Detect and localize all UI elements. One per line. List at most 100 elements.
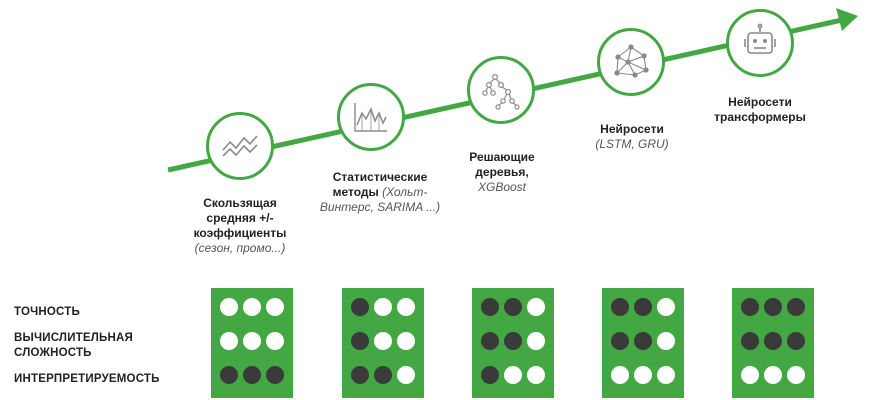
stage-inline-note: (Хольт- [378,185,428,199]
rating-dot-filled [481,298,499,316]
rating-card-3 [472,288,554,398]
rating-dot-empty [634,366,652,384]
stage-node-trees [467,56,535,124]
rating-card-4 [602,288,684,398]
stage-node-moving-average [206,112,274,180]
rating-dot-filled [787,332,805,350]
metric-label-accuracy: ТОЧНОСТЬ [14,305,80,320]
rating-dot-filled [504,332,522,350]
rating-dot-filled [374,366,392,384]
moving-average-icon [222,135,258,157]
rating-dot-filled [351,366,369,384]
neural-network-icon [614,44,649,78]
rating-row-accuracy [472,298,554,318]
rating-card-2 [342,288,424,398]
robot-icon [744,23,776,54]
rating-dot-empty [527,332,545,350]
rating-dot-empty [397,332,415,350]
rating-dot-filled [351,298,369,316]
stage-title-line: коэффициенты [193,226,287,240]
rating-dot-filled [787,298,805,316]
rating-dot-empty [243,332,261,350]
rating-dot-filled [481,332,499,350]
stage-caption-1: Скользящая средняя +/- коэффициенты (сез… [180,196,300,256]
rating-row-accuracy [211,298,293,318]
stage-title-line: Решающие [469,150,535,164]
stage-title-line: Нейросети [728,95,792,109]
metric-label-text: ТОЧНОСТЬ [14,306,80,318]
stage-caption-4: Нейросети (LSTM, GRU) [582,122,682,152]
rating-dot-filled [764,332,782,350]
rating-dot-empty [397,298,415,316]
rating-dot-empty [527,298,545,316]
rating-dot-filled [351,332,369,350]
metric-label-text: ВЫЧИСЛИТЕЛЬНАЯ [14,332,133,344]
stage-note: (сезон, промо...) [194,241,286,255]
decision-tree-icon [482,73,520,110]
stage-title-line: трансформеры [714,110,806,124]
stage-title-inline: методы [332,185,379,199]
rating-dot-empty [657,366,675,384]
rating-row-complexity [732,332,814,352]
stage-note: XGBoost [477,180,527,194]
rating-dot-filled [634,298,652,316]
rating-row-complexity [342,332,424,352]
rating-card-1 [211,288,293,398]
rating-dot-empty [266,298,284,316]
rating-dot-empty [266,332,284,350]
stage-caption-5: Нейросети трансформеры [705,95,815,125]
rating-row-accuracy [342,298,424,318]
rating-dot-filled [741,298,759,316]
rating-dot-empty [220,332,238,350]
rating-dot-filled [481,366,499,384]
metric-label-text: ИНТЕРПРЕТИРУЕМОСТЬ [14,373,160,385]
rating-dot-filled [741,332,759,350]
metric-label-complexity: ВЫЧИСЛИТЕЛЬНАЯ СЛОЖНОСТЬ [14,331,133,361]
rating-dot-empty [787,366,805,384]
rating-dot-filled [504,298,522,316]
rating-dot-empty [741,366,759,384]
stage-title-line: Нейросети [600,122,664,136]
metric-label-interpretability: ИНТЕРПРЕТИРУЕМОСТЬ [14,372,160,387]
rating-dot-filled [611,332,629,350]
rating-dot-empty [220,298,238,316]
stage-title-line: Скользящая [203,196,277,210]
rating-row-interpretability [342,366,424,386]
rating-row-interpretability [732,366,814,386]
stage-caption-3: Решающие деревья, XGBoost [452,150,552,195]
rating-dot-empty [657,332,675,350]
stage-node-transformers [726,9,794,77]
stage-caption-2: Статистические методы (Хольт- Винтерс, S… [316,170,444,215]
rating-dot-filled [266,366,284,384]
area-chart-icon [354,103,387,132]
stage-title-line: средняя +/- [206,211,274,225]
rating-dot-empty [764,366,782,384]
rating-row-accuracy [732,298,814,318]
rating-dot-filled [243,366,261,384]
rating-dot-empty [397,366,415,384]
metric-label-text: СЛОЖНОСТЬ [14,347,92,359]
rating-dot-filled [611,298,629,316]
rating-dot-filled [764,298,782,316]
rating-row-interpretability [472,366,554,386]
rating-card-5 [732,288,814,398]
rating-row-complexity [472,332,554,352]
rating-dot-empty [504,366,522,384]
stage-node-neural [597,28,665,96]
rating-row-accuracy [602,298,684,318]
stage-note: (LSTM, GRU) [595,137,669,151]
rating-row-interpretability [602,366,684,386]
stage-note: Винтерс, SARIMA ...) [319,200,441,214]
rating-dot-empty [527,366,545,384]
rating-row-interpretability [211,366,293,386]
rating-dot-filled [220,366,238,384]
rating-row-complexity [211,332,293,352]
rating-row-complexity [602,332,684,352]
rating-dot-empty [374,332,392,350]
stage-title-line: Статистические [332,170,428,184]
rating-dot-empty [657,298,675,316]
stage-title-line: деревья, [475,165,529,179]
rating-dot-filled [634,332,652,350]
stage-node-statistical [337,83,405,151]
rating-dot-empty [374,298,392,316]
